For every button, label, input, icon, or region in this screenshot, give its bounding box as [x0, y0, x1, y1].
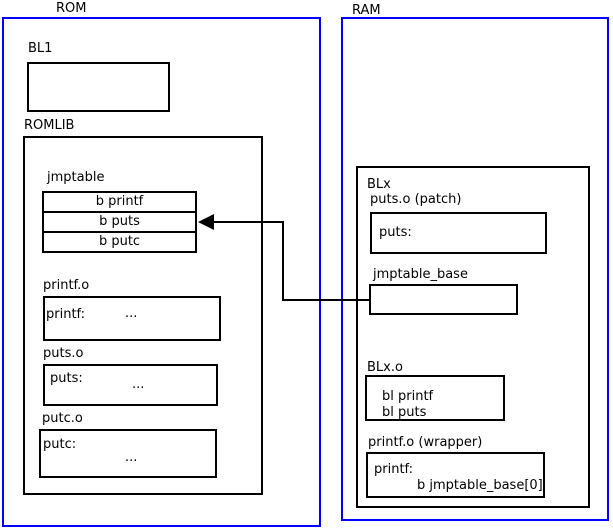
- printf-wrapper-box: printf: b jmptable_base[0]: [366, 452, 545, 498]
- printf-o-box: printf: ...: [43, 296, 221, 341]
- ram-title: RAM: [352, 3, 381, 18]
- puts-patch-box: puts:: [370, 212, 547, 254]
- jmptable-table: b printf b puts b putc: [42, 191, 197, 253]
- puts-o-label: puts.o: [43, 346, 84, 361]
- puts-patch-label: puts.o (patch): [370, 192, 462, 207]
- blx-label: BLx: [367, 177, 391, 192]
- printf-wrapper-label: printf.o (wrapper): [368, 435, 483, 450]
- printf-o-label: printf.o: [43, 278, 90, 293]
- jmptable-label: jmptable: [47, 170, 105, 185]
- puts-symbol: puts:: [50, 371, 83, 386]
- blx-o-box: bl printf bl puts: [365, 375, 505, 421]
- printf-wrapper-symbol: printf:: [374, 462, 414, 477]
- printf-symbol: printf:: [46, 307, 86, 322]
- puts-ellipsis: ...: [132, 377, 145, 392]
- printf-wrapper-branch: b jmptable_base[0]: [417, 478, 543, 493]
- bl1-box: [27, 62, 170, 112]
- jmptable-base-label: jmptable_base: [373, 267, 468, 282]
- printf-ellipsis: ...: [125, 306, 138, 321]
- putc-symbol: putc:: [43, 437, 77, 452]
- jmptable-base-box: [369, 284, 518, 315]
- blx-o-label: BLx.o: [367, 360, 403, 375]
- romlib-label: ROMLIB: [24, 118, 75, 133]
- rom-title: ROM: [56, 1, 87, 16]
- jmptable-row-b-puts: b puts: [44, 213, 195, 233]
- jmptable-row-b-printf: b printf: [44, 193, 195, 213]
- putc-o-box: putc: ...: [39, 429, 217, 478]
- bl-puts-instruction: bl puts: [382, 405, 427, 420]
- putc-o-label: putc.o: [42, 411, 83, 426]
- puts-o-box: puts: ...: [43, 364, 218, 406]
- putc-ellipsis: ...: [125, 450, 138, 465]
- bl1-label: BL1: [28, 41, 53, 56]
- puts-patch-symbol: puts:: [379, 225, 412, 240]
- jmptable-row-b-putc: b putc: [98, 234, 141, 249]
- bl-printf-instruction: bl printf: [382, 389, 434, 404]
